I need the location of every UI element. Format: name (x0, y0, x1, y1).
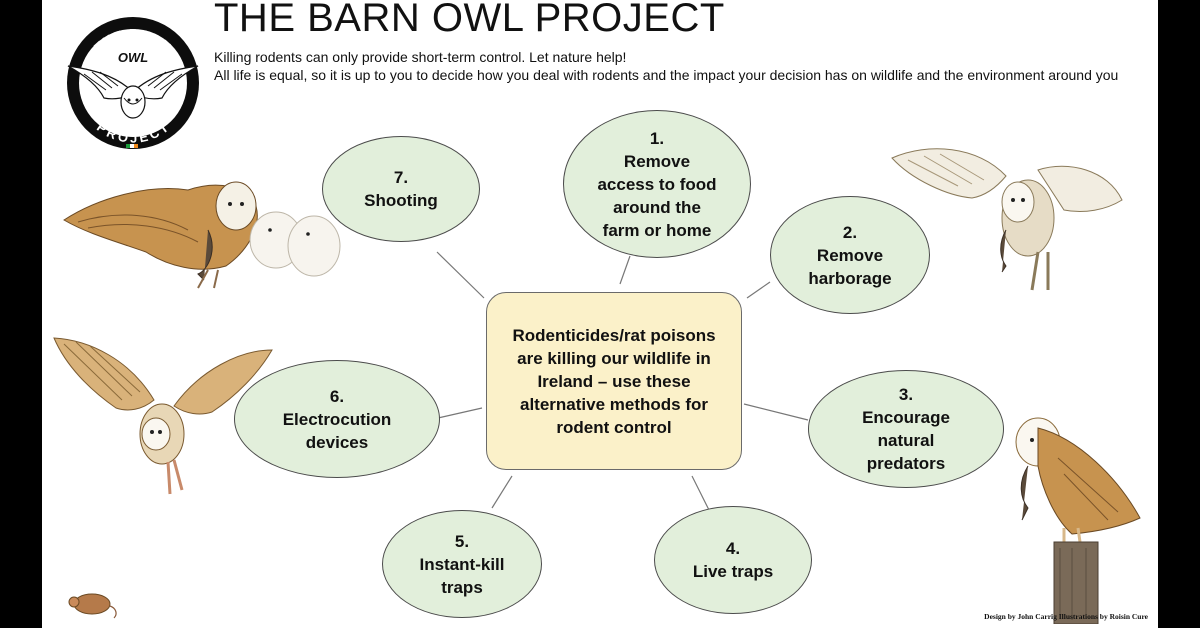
connector-1 (619, 255, 631, 285)
method-node-6-text: 6. Electrocution devices (282, 386, 392, 452)
connector-7 (436, 251, 485, 299)
method-node-2-text: 2. Remove harborage (808, 222, 892, 288)
barn-owl-project-logo: THE BARN OWL PROJECT (67, 17, 199, 149)
connector-3 (743, 403, 809, 421)
method-node-1-text: 1. Remove access to food around the farm… (597, 128, 717, 240)
central-message-box: Rodenticides/rat poisons are killing our… (486, 292, 742, 470)
owl-flying-with-mouse-illustration (891, 148, 1123, 291)
method-node-7-text: 7. Shooting (364, 168, 438, 210)
infographic-canvas: THE BARN OWL PROJECT THE BARN OWL PROJEC… (42, 0, 1158, 628)
logo-middle-text: OWL (118, 50, 148, 65)
owl-perched-with-mouse-illustration (1015, 417, 1141, 624)
owl-diving-illustration (53, 337, 273, 495)
connector-2 (746, 281, 771, 299)
method-node-5: 5. Instant-kill traps (382, 510, 542, 618)
subtitle-line-1: Killing rodents can only provide short-t… (214, 49, 627, 65)
subtitle-line-2: All life is equal, so it is up to you to… (214, 67, 1119, 83)
method-node-3-text: 3. Encourage natural predators (862, 385, 950, 473)
method-node-3: 3. Encourage natural predators (808, 370, 1004, 488)
method-node-2: 2. Remove harborage (770, 196, 930, 314)
method-node-5-text: 5. Instant-kill traps (419, 531, 505, 597)
method-node-4-text: 4. Live traps (692, 539, 774, 581)
connector-6 (437, 407, 483, 419)
design-credit: Design by John Carrig Illustrations by R… (984, 612, 1148, 621)
method-node-1: 1. Remove access to food around the farm… (563, 110, 751, 258)
mouse-illustration (68, 593, 117, 619)
method-node-7: 7. Shooting (322, 136, 480, 242)
owl-feeding-chicks-illustration (63, 181, 341, 289)
connector-lines (436, 251, 809, 511)
page-title: THE BARN OWL PROJECT (214, 0, 725, 40)
method-node-6: 6. Electrocution devices (234, 360, 440, 478)
connector-5 (491, 475, 513, 509)
method-node-4: 4. Live traps (654, 506, 812, 614)
connector-4 (691, 475, 710, 511)
